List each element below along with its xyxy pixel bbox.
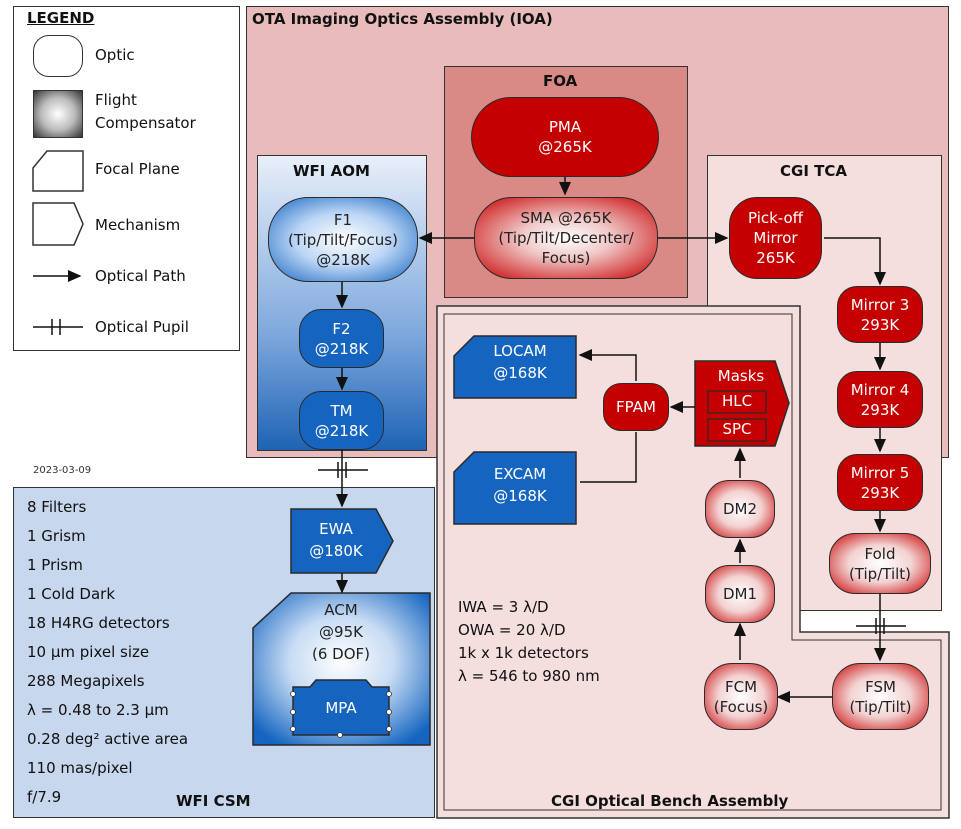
cgi-spec: 1k x 1k detectors <box>458 644 589 662</box>
csm-spec: 288 Megapixels <box>27 672 145 690</box>
legend-item-optic: Optic <box>95 46 135 64</box>
cgi-tca-title: CGI TCA <box>780 162 847 180</box>
fold-node: Fold(Tip/Tilt) <box>829 533 931 594</box>
fsm-node: FSM(Tip/Tilt) <box>832 663 929 730</box>
path-fpam-excam <box>580 432 637 483</box>
csm-spec: 0.28 deg² active area <box>27 730 189 748</box>
fpam-node: FPAM <box>603 383 669 431</box>
dm2-node: DM2 <box>705 480 775 538</box>
legend-mechanism-symbol <box>32 202 84 246</box>
legend-item-optical-path: Optical Path <box>95 267 186 285</box>
mpa-shape <box>292 679 390 736</box>
cgi-spec: IWA = 3 λ/D <box>458 598 549 616</box>
legend-title: LEGEND <box>27 9 95 27</box>
sma-node: SMA @265K(Tip/Tilt/Decenter/Focus) <box>474 197 658 279</box>
legend-optical-pupil-symbol <box>33 319 83 335</box>
cgi-spec: λ = 546 to 980 nm <box>458 667 600 685</box>
cgi-spec: OWA = 20 λ/D <box>458 621 566 639</box>
csm-spec: 110 mas/pixel <box>27 759 133 777</box>
legend-compensator-symbol <box>33 90 83 138</box>
legend-item-optical-pupil: Optical Pupil <box>95 318 189 336</box>
csm-spec: 10 µm pixel size <box>27 643 150 661</box>
masks-label: Masks <box>717 367 765 385</box>
locam-shape <box>453 335 577 399</box>
ewa-label: EWA@180K <box>309 520 363 560</box>
legend-item-compensator: Compensator <box>95 114 196 132</box>
date-stamp: 2023-03-09 <box>33 465 92 476</box>
mpa-label: MPA <box>325 699 357 717</box>
csm-spec: f/7.9 <box>27 788 62 806</box>
dm1-node: DM1 <box>705 565 775 623</box>
wfi-csm-title: WFI CSM <box>176 792 251 810</box>
path-fpam-locam <box>578 349 637 381</box>
cgi-oba-title: CGI Optical Bench Assembly <box>551 792 789 810</box>
path-pickoff-m3 <box>824 237 886 286</box>
ewa-shape <box>290 508 394 574</box>
legend-item-mechanism: Mechanism <box>95 216 181 234</box>
wfi-aom-title: WFI AOM <box>293 162 370 180</box>
f2-node: F2@218K <box>299 309 384 368</box>
spc-box <box>707 418 767 442</box>
tm-node: TM@218K <box>299 391 384 450</box>
csm-spec: 1 Cold Dark <box>27 585 116 603</box>
ioa-title: OTA Imaging Optics Assembly (IOA) <box>252 10 553 28</box>
csm-spec: λ = 0.48 to 2.3 µm <box>27 701 169 719</box>
csm-spec: 18 H4RG detectors <box>27 614 170 632</box>
fcm-node: FCM(Focus) <box>704 663 778 730</box>
csm-spec: 1 Grism <box>27 527 86 545</box>
f1-node: F1(Tip/Tilt/Focus)@218K <box>268 197 418 282</box>
pma-node: PMA@265K <box>471 97 659 177</box>
legend-focal-plane-symbol <box>32 150 84 192</box>
legend-item-focal-plane: Focal Plane <box>95 160 180 178</box>
legend-optic-symbol <box>33 35 83 77</box>
spc-label: SPC <box>722 420 752 438</box>
excam-label: EXCAM@168K <box>493 465 547 505</box>
foa-title: FOA <box>543 72 578 90</box>
locam-label: LOCAM@168K <box>493 342 547 382</box>
excam-shape <box>453 451 577 525</box>
acm-label: ACM@95K(6 DOF) <box>311 601 370 663</box>
csm-spec: 8 Filters <box>27 498 87 516</box>
csm-spec: 1 Prism <box>27 556 83 574</box>
hlc-box <box>707 390 767 414</box>
legend-item-flight: Flight <box>95 91 137 109</box>
hlc-label: HLC <box>721 392 753 410</box>
